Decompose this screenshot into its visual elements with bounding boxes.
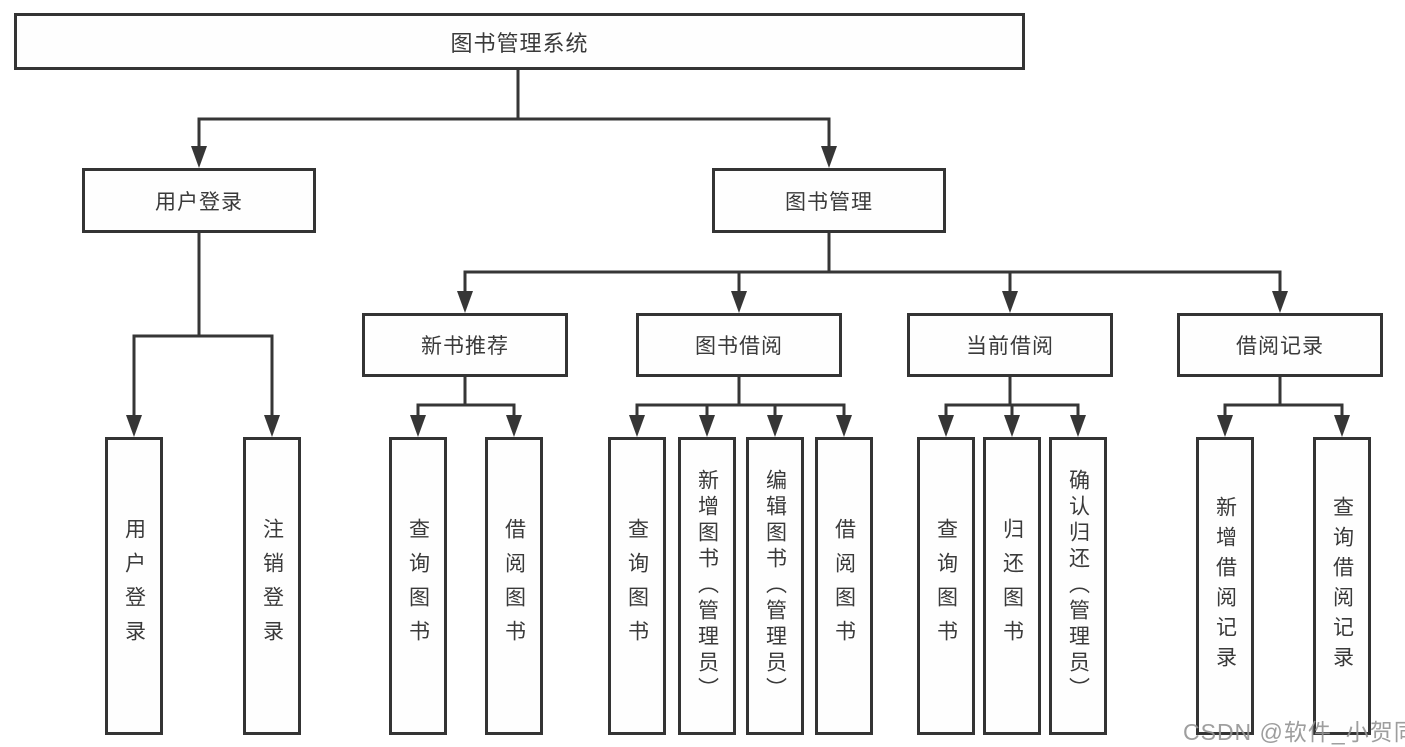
connector-edges <box>132 70 1344 421</box>
node-current-borrow: 当前借阅 <box>907 313 1113 377</box>
node-new-book-recommend: 新书推荐 <box>362 313 568 377</box>
node-label: 归还图书 <box>1000 518 1024 654</box>
node-label: 图书管理系统 <box>450 30 589 56</box>
node-label: 图书借阅 <box>695 335 783 358</box>
node-label: 当前借阅 <box>966 335 1054 358</box>
leaf-records-query-record: 查询借阅记录 <box>1313 437 1371 735</box>
leaf-records-add-record: 新增借阅记录 <box>1196 437 1254 735</box>
node-label: 注销登录 <box>260 518 284 654</box>
leaf-logout: 注销登录 <box>243 437 301 735</box>
node-label: 新书推荐 <box>421 335 509 358</box>
node-label: 查询借阅记录 <box>1330 496 1354 676</box>
node-book-management: 图书管理 <box>712 168 946 233</box>
node-book-borrow: 图书借阅 <box>636 313 842 377</box>
leaf-newbooks-borrow-books: 借阅图书 <box>485 437 543 735</box>
node-label: 编辑图书（管理员） <box>763 469 787 703</box>
node-label: 查询图书 <box>934 518 958 654</box>
arrowheads <box>126 146 1350 437</box>
leaf-current-query-books: 查询图书 <box>917 437 975 735</box>
leaf-borrow-query-books: 查询图书 <box>608 437 666 735</box>
csdn-watermark: CSDN @软件_小贺同学 <box>1183 719 1405 745</box>
leaf-borrow-edit-books-admin: 编辑图书（管理员） <box>746 437 804 735</box>
node-user-login: 用户登录 <box>82 168 316 233</box>
node-library-management-system: 图书管理系统 <box>14 13 1025 70</box>
leaf-borrow-borrow-books: 借阅图书 <box>815 437 873 735</box>
node-label: 确认归还（管理员） <box>1066 469 1090 703</box>
node-label: 用户登录 <box>155 190 243 214</box>
node-label: 借阅图书 <box>832 518 856 654</box>
node-borrow-records: 借阅记录 <box>1177 313 1383 377</box>
node-label: 借阅图书 <box>502 518 526 654</box>
node-label: 查询图书 <box>406 518 430 654</box>
node-label: 图书管理 <box>785 190 873 214</box>
node-label: 借阅记录 <box>1236 335 1324 358</box>
leaf-user-login: 用户登录 <box>105 437 163 735</box>
node-label: 用户登录 <box>122 518 146 654</box>
leaf-borrow-add-books-admin: 新增图书（管理员） <box>678 437 736 735</box>
leaf-newbooks-query-books: 查询图书 <box>389 437 447 735</box>
leaf-current-confirm-return-admin: 确认归还（管理员） <box>1049 437 1107 735</box>
leaf-current-return-books: 归还图书 <box>983 437 1041 735</box>
node-label: 新增借阅记录 <box>1213 496 1237 676</box>
node-label: 查询图书 <box>625 518 649 654</box>
node-label: 新增图书（管理员） <box>695 469 719 703</box>
